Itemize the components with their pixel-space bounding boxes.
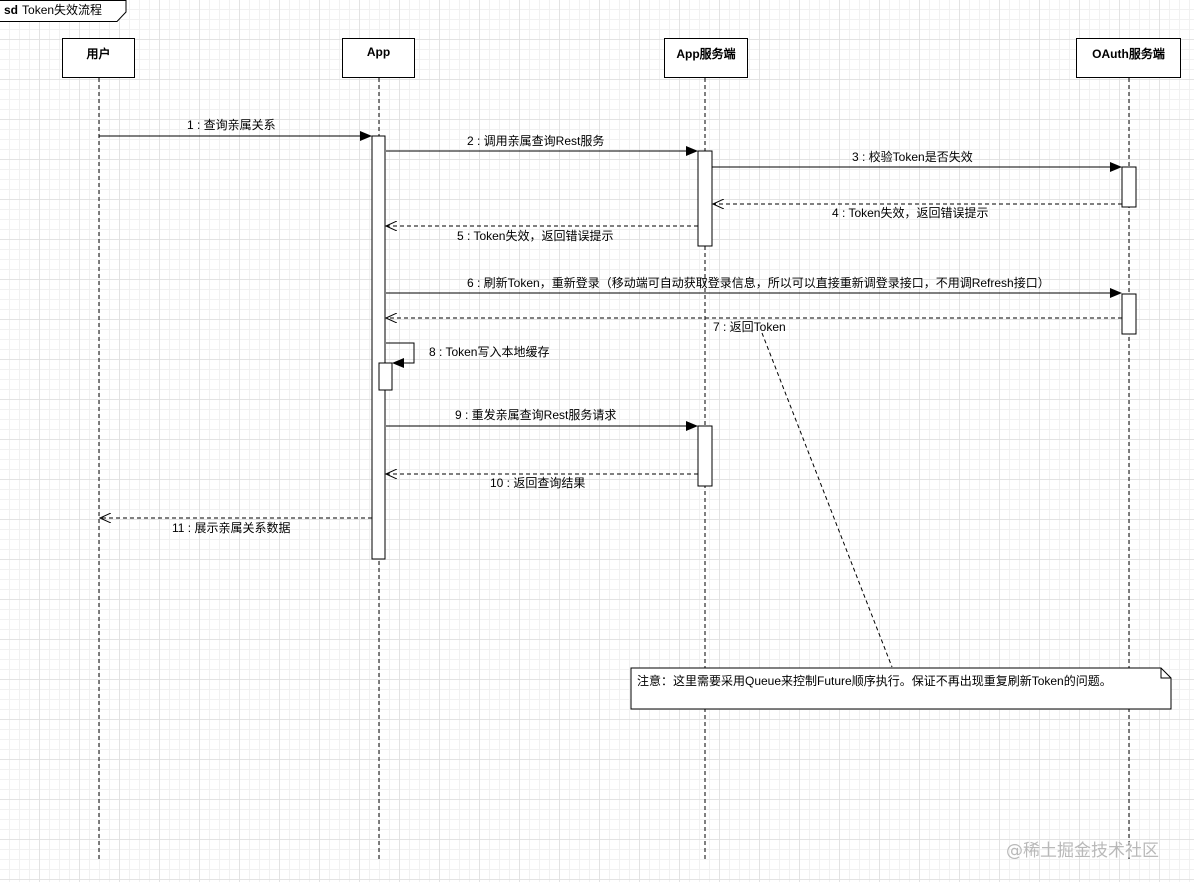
message-9-label: 9 : 重发亲属查询Rest服务请求	[455, 408, 617, 422]
message-1-label: 1 : 查询亲属关系	[187, 118, 276, 132]
note-box	[630, 667, 1172, 710]
note-text: 注意：这里需要采用Queue来控制Future顺序执行。保证不再出现重复刷新To…	[637, 674, 1112, 688]
message-10-label: 10 : 返回查询结果	[490, 476, 586, 490]
actor-appserver: App服务端	[664, 38, 748, 78]
actor-oauth: OAuth服务端	[1076, 38, 1181, 78]
message-7-label: 7 : 返回Token	[713, 320, 786, 334]
watermark: @稀土掘金技术社区	[1006, 841, 1159, 861]
frame-tab-outline	[0, 0, 127, 22]
message-11-label: 11 : 展示亲属关系数据	[172, 521, 291, 535]
activation-appserver-2	[697, 425, 713, 487]
actor-app: App	[342, 38, 415, 78]
actor-user: 用户	[62, 38, 135, 78]
message-5-label: 5 : Token失效，返回错误提示	[457, 229, 614, 243]
message-8-label: 8 : Token写入本地缓存	[429, 345, 550, 359]
message-2-label: 2 : 调用亲属查询Rest服务	[467, 134, 605, 148]
message-6-label: 6 : 刷新Token，重新登录（移动端可自动获取登录信息，所以可以直接重新调登…	[467, 276, 1050, 290]
message-3-label: 3 : 校验Token是否失效	[852, 150, 973, 164]
activation-oauth-2	[1121, 293, 1137, 335]
message-8-arrow	[386, 342, 415, 368]
activation-appserver-1	[697, 150, 713, 247]
activation-app-self	[378, 362, 393, 391]
frame-keyword: sd	[4, 3, 19, 17]
activation-oauth-1	[1121, 166, 1137, 208]
note-fold	[1160, 668, 1171, 679]
note-anchor-line	[761, 332, 893, 668]
message-4-label: 4 : Token失效，返回错误提示	[832, 206, 989, 220]
frame-title-text: Token失效流程	[22, 3, 103, 17]
activation-app-main	[371, 135, 386, 560]
